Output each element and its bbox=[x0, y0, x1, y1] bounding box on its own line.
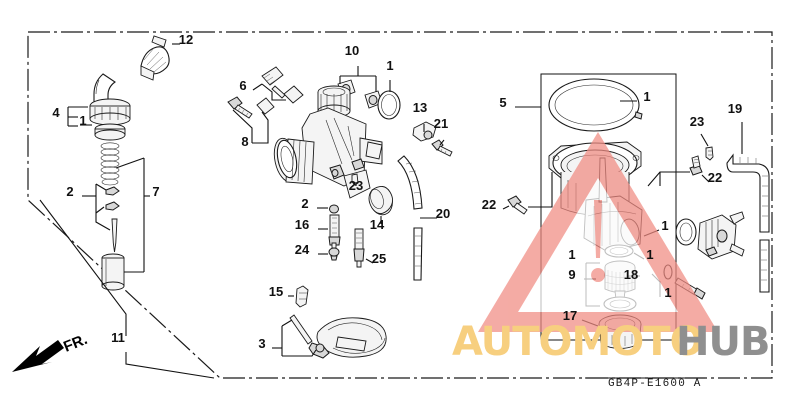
part-group-23-20 bbox=[351, 155, 423, 281]
spring-coil bbox=[100, 142, 120, 186]
callout-number: 23 bbox=[690, 114, 704, 129]
callout-number: 14 bbox=[370, 217, 385, 232]
part-group-carburetor-body bbox=[273, 85, 383, 199]
callout-number: 1 bbox=[661, 218, 668, 233]
callout-number: 10 bbox=[345, 43, 359, 58]
callout-number: 5 bbox=[499, 95, 506, 110]
callout-number: 23 bbox=[349, 178, 363, 193]
callout-number: 19 bbox=[728, 101, 742, 116]
part-group-fuel-valve bbox=[89, 73, 131, 291]
callout-number: 15 bbox=[269, 284, 283, 299]
part-14-cover bbox=[368, 186, 393, 216]
callout-number: 20 bbox=[436, 206, 450, 221]
callout-number: 1 bbox=[664, 285, 671, 300]
callout-number: 18 bbox=[624, 267, 638, 282]
callout-number: 21 bbox=[434, 116, 448, 131]
callout-number: 1 bbox=[79, 113, 86, 128]
callout-number: 25 bbox=[372, 251, 386, 266]
callout-number: 22 bbox=[482, 197, 496, 212]
callout-number: 8 bbox=[241, 134, 248, 149]
callout-number: 3 bbox=[258, 336, 265, 351]
part-15-clip bbox=[295, 285, 309, 308]
part-group-hose-12 bbox=[140, 35, 170, 81]
callout-number: 12 bbox=[179, 32, 193, 47]
drawing-code: GB4P-E1600 A bbox=[608, 378, 702, 390]
callout-number: 16 bbox=[295, 217, 309, 232]
callout-number: 2 bbox=[301, 196, 308, 211]
part-oring-top bbox=[377, 90, 401, 120]
callout-number: 6 bbox=[239, 78, 246, 93]
callout-number: 2 bbox=[66, 184, 73, 199]
callout-number: 4 bbox=[52, 105, 60, 120]
diagram-frame bbox=[27, 31, 773, 379]
callout-number: 1 bbox=[568, 247, 575, 262]
callout-number: 22 bbox=[708, 170, 722, 185]
front-direction-marker: FR. bbox=[12, 331, 90, 372]
callout-number: 13 bbox=[413, 100, 427, 115]
part-25-jet bbox=[353, 228, 365, 268]
callout-number: 24 bbox=[295, 242, 310, 257]
part-3-float bbox=[289, 314, 387, 359]
part-group-jets bbox=[227, 66, 304, 119]
fr-label: FR. bbox=[61, 331, 90, 356]
callout-number: 1 bbox=[646, 247, 653, 262]
callout-number: 7 bbox=[152, 184, 159, 199]
callout-number: 1 bbox=[643, 89, 650, 104]
callout-number: 9 bbox=[568, 267, 575, 282]
leaders-left bbox=[39, 106, 215, 379]
callout-number: 1 bbox=[386, 58, 393, 73]
callout-number: 11 bbox=[111, 330, 125, 345]
callout-number: 17 bbox=[563, 308, 577, 323]
part-group-float-needle bbox=[328, 204, 341, 261]
leaders-jets bbox=[232, 83, 286, 144]
